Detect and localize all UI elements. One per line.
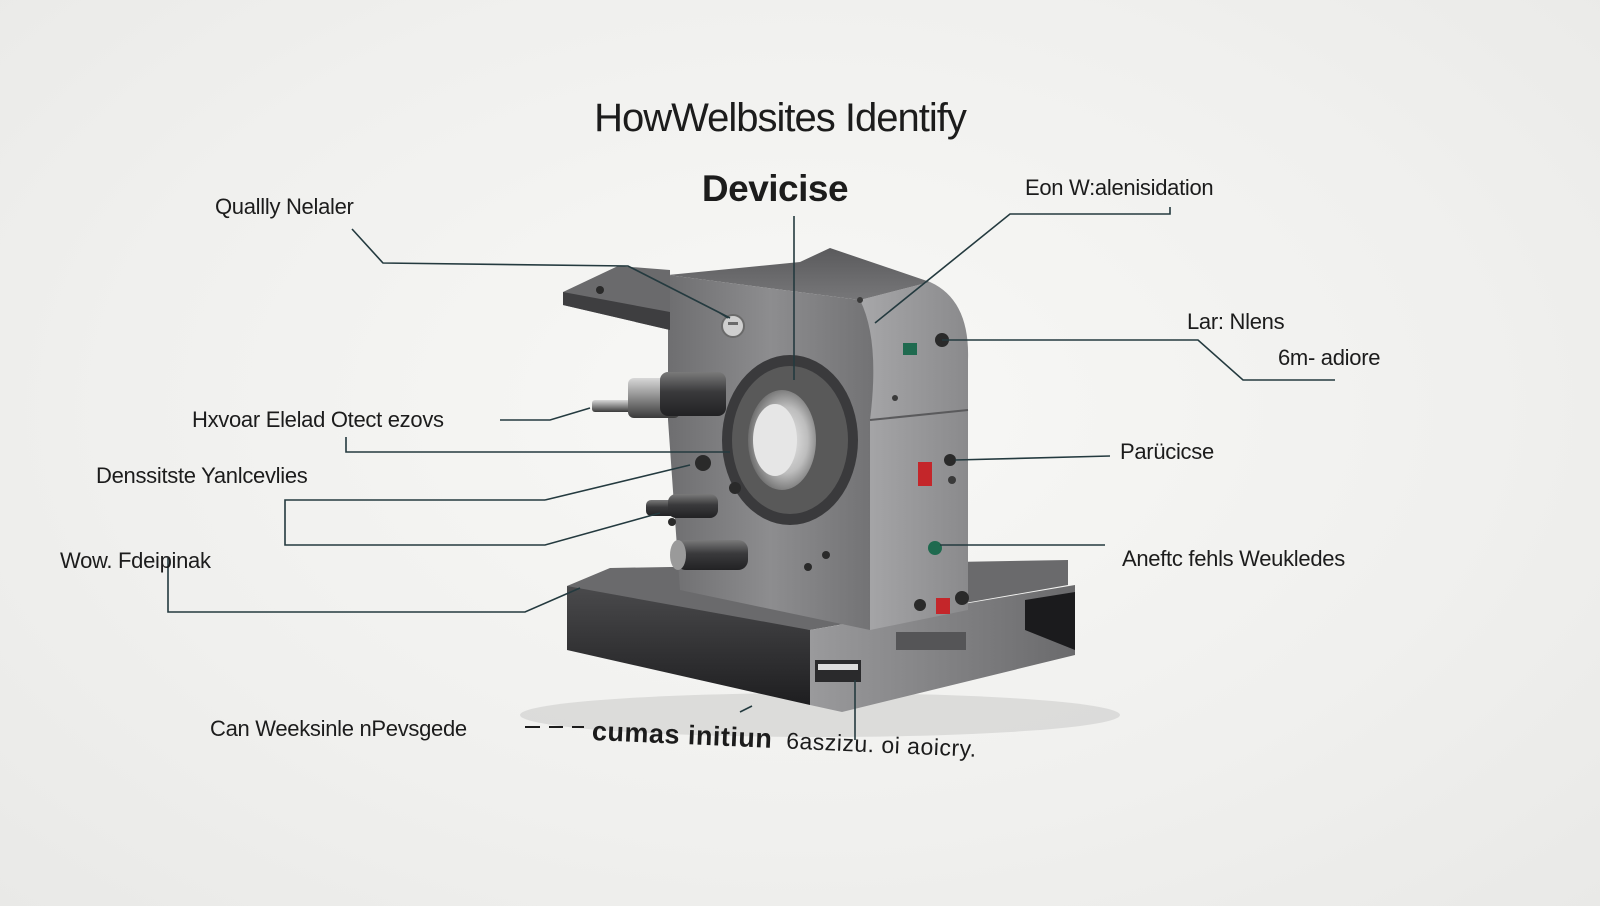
leader-wow	[167, 558, 581, 613]
pin-middle	[646, 494, 718, 518]
label-lar-nlens-sub: 6m- adiore	[1278, 345, 1381, 370]
leader-densstste-2	[284, 499, 661, 546]
leader-parucicse	[954, 455, 1111, 461]
label-eon: Eon W:alenisidation	[1025, 175, 1214, 200]
leader-lines	[167, 207, 1335, 740]
green-led	[928, 541, 942, 555]
leader-quality-helper	[351, 228, 731, 319]
leader-eon	[874, 207, 1171, 324]
label-hxvoar: Hxvoar Elelad Otect ezovs	[192, 407, 444, 432]
bottom-caption-small: 6aszizu. oi aoicry.	[785, 727, 978, 762]
label-quality-helper: Quallly Nelaler	[215, 194, 354, 219]
label-aneftc: Aneftc fehls Weukledes	[1122, 546, 1345, 571]
leader-hxvoar	[500, 407, 591, 421]
red-indicator-lower	[936, 598, 950, 614]
pin-upper	[592, 372, 726, 418]
red-indicator	[918, 462, 932, 486]
pin-lower	[670, 540, 748, 570]
leader-densstste	[544, 464, 691, 501]
label-lar-nlens: Lar: Nlens	[1187, 309, 1285, 334]
label-densstste: Denssitste Yanlcevlies	[96, 463, 308, 488]
label-wow: Wow. Fdeipinak	[60, 548, 211, 573]
base-shadow	[520, 693, 1120, 737]
title-line-1: HowWelbsites Identify	[594, 96, 967, 140]
label-parucicse: Parücicse	[1120, 439, 1214, 464]
title-line-2: Devicise	[701, 168, 849, 209]
green-indicator	[903, 343, 917, 355]
label-can-weeksinle: Can Weeksinle nPevsgede	[210, 716, 467, 741]
leader-hxvoar-2	[345, 437, 730, 453]
leader-lar-nlens	[942, 339, 1335, 381]
